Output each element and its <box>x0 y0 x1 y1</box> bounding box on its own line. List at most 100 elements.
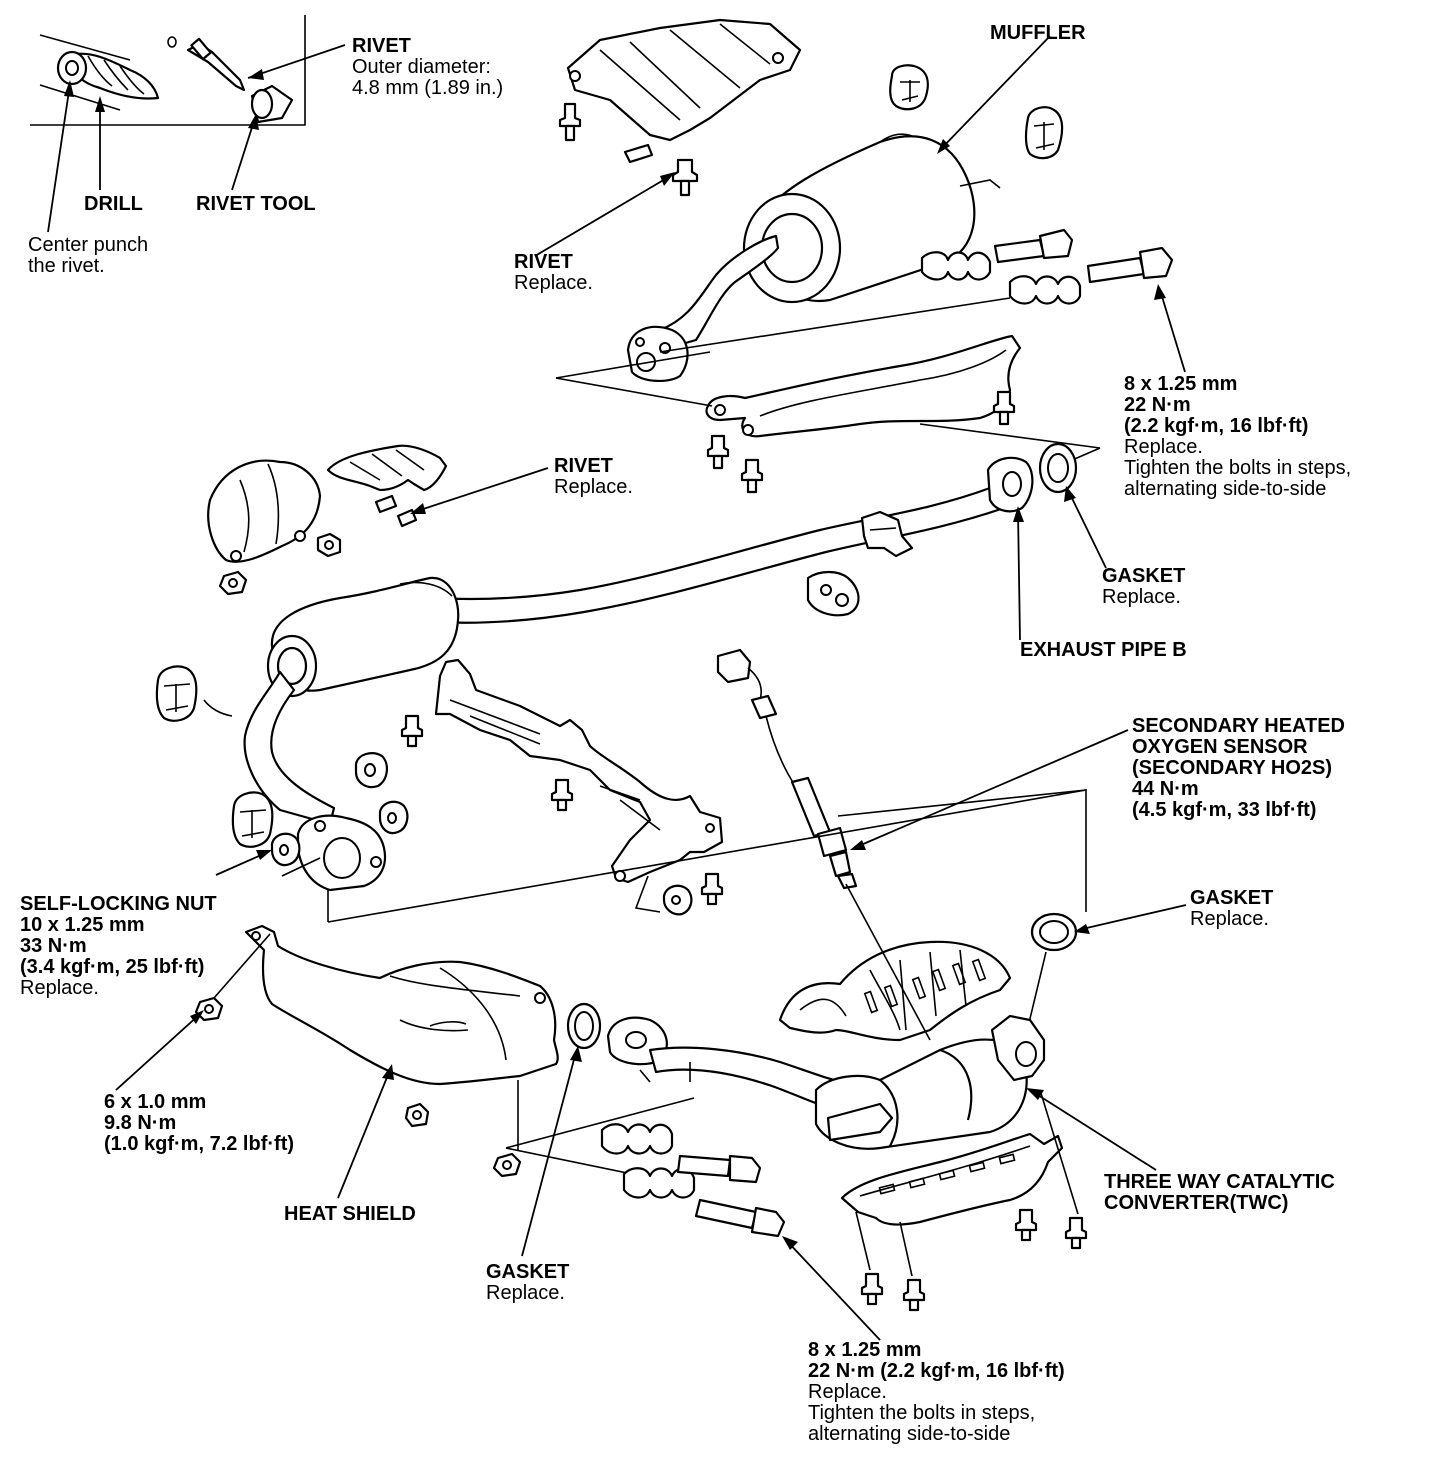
rivet-inset-line-2: 4.8 mm (1.89 in.) <box>352 77 504 99</box>
ho2s-line-3: (SECONDARY HO2S) <box>1132 757 1333 779</box>
rivets-mid <box>374 494 418 528</box>
ho2s-line-2: OXYGEN SENSOR <box>1132 736 1308 758</box>
leader-muffler <box>939 35 1051 151</box>
nuts-front-flange <box>270 752 409 867</box>
twc-upper-heat-shield <box>778 940 1012 1042</box>
upper-heat-shield <box>566 18 802 142</box>
rivets-upper <box>558 102 699 197</box>
muffler-flange <box>626 325 689 382</box>
self-locking-nut-size: 10 x 1.25 mm <box>20 914 145 936</box>
twc-lower-slots <box>878 1153 1016 1195</box>
bolt-top-note-2: Tighten the bolts in steps, <box>1124 457 1352 479</box>
twc-lower-heat-shield <box>840 1132 1064 1226</box>
leader-heat-shield <box>337 1069 391 1199</box>
twc-line-2: CONVERTER(TWC) <box>1104 1192 1289 1214</box>
drill-title: DRILL <box>84 193 143 215</box>
guide-lines <box>555 297 1101 475</box>
springs-bolts-top <box>920 228 1174 305</box>
label-gasket-bottom: GASKET Replace. <box>486 1262 569 1304</box>
bolt-bottom-torque: 22 N·m (2.2 kgf·m, 16 lbf·ft) <box>808 1360 1065 1382</box>
leader-gasket-top <box>1067 489 1107 569</box>
center-shield-bolts <box>400 714 724 916</box>
leader-bolt-top <box>1159 289 1186 373</box>
drill-bit-drawing <box>56 50 160 100</box>
rivet-inset-line-1: Outer diameter: <box>352 56 491 78</box>
center-punch-line-1: Center punch <box>28 234 149 256</box>
resonator <box>243 576 460 826</box>
rivet-inset <box>30 15 346 233</box>
label-self-locking-nut: SELF-LOCKING NUT 10 x 1.25 mm 33 N·m (3.… <box>20 894 217 999</box>
bolt-bottom-note-1: Replace. <box>808 1381 887 1403</box>
twc-upper-slots <box>863 958 987 1014</box>
gasket-bottom-note: Replace. <box>486 1282 565 1304</box>
muffler-title: MUFFLER <box>990 22 1086 44</box>
heat-shield-title: HEAT SHIELD <box>284 1203 416 1225</box>
guide-twc-1 <box>855 1211 871 1271</box>
center-heat-shield <box>434 658 724 884</box>
label-rivet-mid: RIVET Replace. <box>554 456 633 498</box>
rear-heat-shield <box>705 334 1022 438</box>
rivet-drawing <box>167 36 246 92</box>
leader-gasket-bottom <box>521 1051 577 1257</box>
leader-exhaust-pipe-b <box>1017 511 1021 641</box>
label-exhaust-pipe-b: EXHAUST PIPE B <box>1020 640 1187 661</box>
label-bolt-6mm: 6 x 1.0 mm 9.8 N·m (1.0 kgf·m, 7.2 lbf·f… <box>104 1092 294 1155</box>
bracket-mid <box>806 570 860 617</box>
rubber-hanger-top-2 <box>1024 106 1064 160</box>
label-drill: DRILL <box>84 194 143 215</box>
gasket-bottom-title: GASKET <box>486 1261 570 1283</box>
guide-twc-4 <box>845 883 931 1041</box>
guide-flange <box>281 857 321 877</box>
self-locking-nut-title: SELF-LOCKING NUT <box>20 893 217 915</box>
self-locking-nut-torque: 33 N·m <box>20 935 87 957</box>
leader-rivet-tool <box>231 117 256 191</box>
leader-gasket-right <box>1077 904 1187 931</box>
guide-twc-2 <box>899 1221 913 1277</box>
label-bolt-top: 8 x 1.25 mm 22 N·m (2.2 kgf·m, 16 lbf·ft… <box>1124 374 1351 500</box>
leader-rivet-top <box>534 174 673 257</box>
leader-rivet-inset <box>247 44 346 79</box>
self-locking-nut-note: Replace. <box>20 977 99 999</box>
rivet-mid-note: Replace. <box>554 476 633 498</box>
bolt-top-torque: 22 N·m <box>1124 394 1191 416</box>
gasket-right <box>1030 912 1078 952</box>
heat-shield-nuts <box>194 996 522 1178</box>
center-punch-line-2: the rivet. <box>28 255 105 277</box>
label-muffler: MUFFLER <box>990 23 1086 44</box>
label-gasket-right: GASKET Replace. <box>1190 888 1273 930</box>
nut-mid-left <box>218 532 342 596</box>
ho2s-line-4: 44 N·m <box>1132 778 1199 800</box>
gasket-top-title: GASKET <box>1102 565 1186 587</box>
muffler <box>658 133 1001 350</box>
gasket-bottom <box>566 1002 602 1050</box>
gasket-top-note: Replace. <box>1102 586 1181 608</box>
rubber-hanger-mid-left-2 <box>231 791 274 848</box>
rivet-tool-title: RIVET TOOL <box>196 193 316 215</box>
label-twc: THREE WAY CATALYTIC CONVERTER(TWC) <box>1104 1172 1335 1214</box>
guide-heat-shield-nut <box>213 933 271 999</box>
front-pipe-flange <box>296 814 387 892</box>
twc-shield-bolts <box>860 1208 1088 1312</box>
label-center-punch: Center punch the rivet. <box>28 235 148 277</box>
rear-shield-bolts <box>706 390 1016 494</box>
gasket-top <box>1038 442 1078 494</box>
bolt-top-size: 8 x 1.25 mm <box>1124 373 1238 395</box>
exhaust-pipe-b <box>430 456 1034 624</box>
secondary-ho2s <box>716 648 858 890</box>
front-heat-shield <box>244 924 559 1086</box>
label-heat-shield: HEAT SHIELD <box>284 1204 416 1225</box>
rivet-mid-title: RIVET <box>554 455 613 477</box>
leader-twc <box>1029 1089 1157 1171</box>
pipe-heat-shield-mid <box>326 444 448 492</box>
bolt-6mm-torque-alt: (1.0 kgf·m, 7.2 lbf·ft) <box>104 1133 295 1155</box>
label-rivet-top: RIVET Replace. <box>514 252 593 294</box>
ho2s-line-5: (4.5 kgf·m, 33 lbf·ft) <box>1132 799 1317 821</box>
bolt-top-note-3: alternating side-to-side <box>1124 478 1327 500</box>
twc-line-1: THREE WAY CATALYTIC <box>1104 1171 1335 1193</box>
leader-bolt-bottom <box>785 1239 881 1341</box>
label-ho2s: SECONDARY HEATED OXYGEN SENSOR (SECONDAR… <box>1132 716 1345 821</box>
rivet-inset-title: RIVET <box>352 35 411 57</box>
rivet-top-note: Replace. <box>514 272 593 294</box>
label-bolt-bottom: 8 x 1.25 mm 22 N·m (2.2 kgf·m, 16 lbf·ft… <box>808 1340 1065 1445</box>
ho2s-line-1: SECONDARY HEATED <box>1132 715 1345 737</box>
